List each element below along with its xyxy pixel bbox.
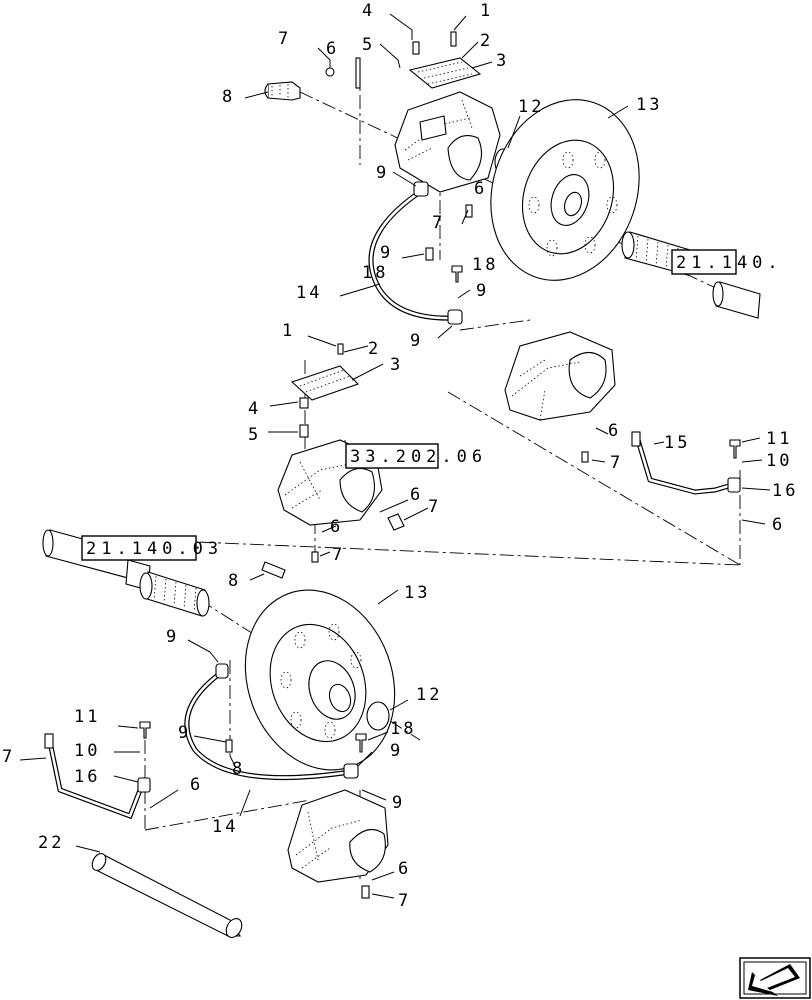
callout-7: 7 — [428, 497, 441, 517]
bar-22 — [91, 853, 243, 938]
reference-21-140: 21.140. — [676, 253, 783, 273]
reference-box-middle: 33.202.06 — [345, 443, 487, 469]
bolt-11-bottom — [139, 721, 151, 739]
callout-13: 13 — [636, 95, 662, 115]
top-assembly — [244, 13, 761, 339]
callout-9: 9 — [376, 163, 389, 183]
previous-page-arrow-icon[interactable] — [739, 957, 811, 999]
callout-6: 6 — [330, 517, 343, 537]
callout-9: 9 — [390, 741, 403, 761]
brake-hose-14-bottom — [184, 663, 359, 781]
brake-pipe-7-bottom — [44, 733, 143, 820]
nut-7-mid-right — [581, 451, 589, 463]
callout-10: 10 — [766, 451, 792, 471]
callout-6: 6 — [326, 39, 339, 59]
callout-14: 14 — [296, 283, 322, 303]
bolt-8-bottom — [225, 739, 233, 753]
screw-1-top — [450, 31, 457, 47]
callout-8: 8 — [228, 571, 241, 591]
callout-6: 6 — [410, 485, 423, 505]
callout-3: 3 — [496, 51, 509, 71]
callout-7: 7 — [610, 453, 623, 473]
callout-11: 11 — [766, 429, 792, 449]
brake-hose-14-top — [368, 181, 463, 325]
callout-2: 2 — [480, 31, 493, 51]
reference-33-202-06: 33.202.06 — [350, 447, 487, 467]
callout-8: 8 — [222, 87, 235, 107]
callout-12: 12 — [518, 97, 544, 117]
nut-7-bottom — [361, 885, 370, 899]
pad-plate-3-top — [408, 57, 482, 89]
reference-box-top: 21.140. — [671, 249, 783, 275]
callout-9: 9 — [178, 723, 191, 743]
screw-1-mid — [337, 343, 344, 355]
nut-7-mid — [311, 551, 319, 563]
callout-7: 7 — [432, 213, 445, 233]
callout-10: 10 — [74, 741, 100, 761]
callout-6: 6 — [190, 775, 203, 795]
callout-9: 9 — [476, 281, 489, 301]
callout-1: 1 — [480, 1, 493, 21]
bolt-7-mid — [387, 513, 405, 531]
callout-6: 6 — [608, 421, 621, 441]
callout-3: 3 — [390, 355, 403, 375]
reference-21-140-03: 21.140.03 — [86, 539, 223, 559]
callout-6: 6 — [398, 859, 411, 879]
screw-4-top — [412, 41, 420, 55]
callout-6: 6 — [772, 515, 785, 535]
callout-14: 14 — [212, 817, 238, 837]
callout-4: 4 — [362, 1, 375, 21]
union-16-mid — [727, 477, 741, 493]
caliper-bottom — [287, 789, 389, 883]
callout-9: 9 — [410, 331, 423, 351]
caliper-middle-right — [504, 331, 616, 421]
caliper-top — [394, 91, 501, 193]
reference-box-left: 21.140.03 — [81, 535, 223, 561]
callout-18: 18 — [390, 719, 416, 739]
callout-16: 16 — [772, 481, 798, 501]
union-16-bottom — [137, 777, 151, 793]
callout-7: 7 — [332, 545, 345, 565]
middle-assembly — [249, 335, 429, 581]
bolt-18-bottom — [355, 733, 367, 753]
callout-11: 11 — [74, 707, 100, 727]
callout-8: 8 — [232, 759, 245, 779]
callout-15: 15 — [664, 433, 690, 453]
bolt-8-mid — [261, 561, 286, 579]
brake-pipe-15 — [631, 431, 735, 495]
shaft-top — [621, 231, 761, 319]
callout-22: 22 — [38, 833, 64, 853]
callout-9: 9 — [380, 243, 393, 263]
ring-12-bottom — [366, 701, 390, 731]
brake-disc-13-top — [490, 99, 640, 281]
callout-18: 18 — [362, 263, 388, 283]
nut-6-top — [325, 67, 335, 77]
callout-4: 4 — [248, 399, 261, 419]
screw-5-mid — [299, 424, 309, 438]
pad-plate-3-mid — [290, 365, 360, 401]
brake-disc-13-bottom — [244, 589, 396, 771]
callout-7: 7 — [278, 29, 291, 49]
bolt-18-top-a — [425, 247, 434, 261]
bolt-18-top-b — [451, 265, 463, 283]
pin-6-top — [355, 57, 361, 89]
bolt-8-top — [264, 81, 301, 101]
callout-7: 7 — [398, 891, 411, 911]
nut-7-top — [465, 204, 473, 218]
callout-9: 9 — [166, 627, 179, 647]
callout-18: 18 — [472, 255, 498, 275]
callout-16: 16 — [74, 767, 100, 787]
callout-7: 7 — [2, 747, 15, 767]
screw-4-mid — [299, 397, 309, 409]
callout-9: 9 — [392, 793, 405, 813]
callout-5: 5 — [248, 425, 261, 445]
callout-5: 5 — [362, 35, 375, 55]
callout-1: 1 — [282, 321, 295, 341]
callout-2: 2 — [368, 339, 381, 359]
callout-12: 12 — [416, 685, 442, 705]
bolt-11-mid — [729, 439, 741, 459]
callout-13: 13 — [404, 583, 430, 603]
callout-6: 6 — [474, 179, 487, 199]
